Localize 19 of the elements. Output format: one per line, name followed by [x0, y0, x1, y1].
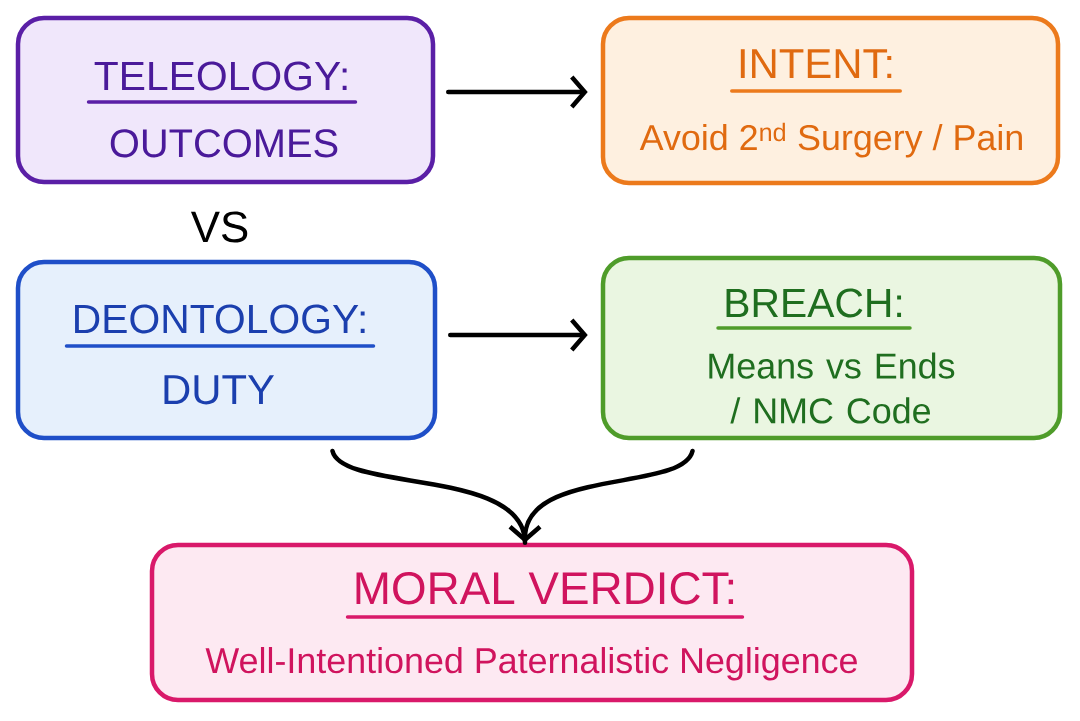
rounded-box — [15, 259, 438, 441]
heading: INTENT: — [730, 49, 902, 93]
heading: MORAL VERDICT: — [345, 572, 745, 619]
body-text: Avoid 2$^{nd}$ Surgery / Pain — [639, 122, 1022, 158]
heading: BREACH: — [716, 288, 912, 330]
body-text: Means vs Ends / NMC Code — [709, 352, 955, 424]
body-text: DUTY — [164, 375, 275, 405]
heading: TELEOLOGY: — [86, 61, 358, 104]
body-text: Well-Intentioned Paternalistic Negligence — [205, 647, 857, 681]
rounded-box — [149, 542, 915, 703]
body-text: OUTCOMES — [110, 129, 338, 158]
arrow — [448, 318, 588, 352]
heading: DEONTOLOGY: — [64, 304, 376, 348]
rounded-box — [600, 255, 1063, 441]
arrow — [330, 448, 695, 545]
text-label: VS — [190, 211, 248, 243]
rounded-box — [600, 15, 1061, 186]
rounded-box — [15, 15, 436, 185]
arrow — [446, 75, 588, 109]
